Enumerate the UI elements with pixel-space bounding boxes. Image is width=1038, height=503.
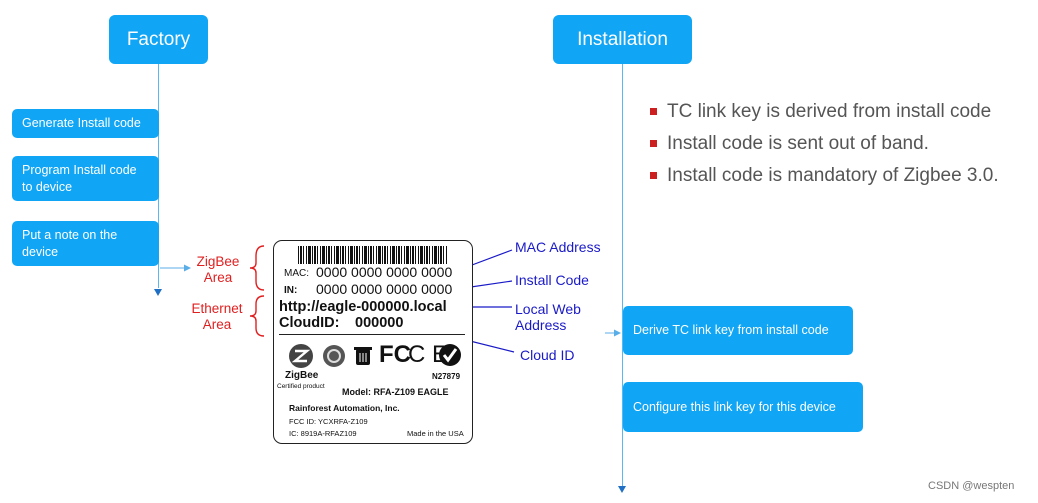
local-web-address-callout: Local Web Address (515, 301, 581, 333)
certified-product-text: Certified product (277, 383, 325, 390)
barcode (298, 246, 448, 264)
label-divider (279, 334, 465, 335)
installation-header: Installation (553, 15, 692, 64)
fcc-id-text: FCC ID: YCXRFA-Z109 (289, 417, 368, 426)
bullet-square-icon (650, 107, 657, 115)
installation-timeline (622, 64, 623, 486)
ethernet-area-label: Ethernet Area (191, 301, 243, 332)
model-text: Model: RFA-Z109 EAGLE (342, 387, 449, 397)
fcc-logo-icon: FC (379, 341, 411, 368)
factory-timeline-arrow (154, 289, 162, 296)
factory-step-note: Put a note on the device (12, 221, 159, 266)
local-url: http://eagle-000000.local (279, 299, 447, 315)
zigbee-logo-icon (289, 344, 313, 368)
cert-number: N27879 (432, 372, 461, 381)
bullet-square-icon (650, 139, 657, 147)
bullet-item: TC link key is derived from install code (650, 96, 999, 128)
install-step-derive: Derive TC link key from install code (623, 306, 853, 355)
factory-step-program: Program Install code to device (12, 156, 159, 201)
install-code-callout: Install Code (515, 272, 589, 288)
watermark: CSDN @wespten (928, 480, 1015, 492)
installation-bullet-list: TC link key is derived from install code… (650, 96, 999, 192)
company-text: Rainforest Automation, Inc. (289, 403, 400, 413)
cloud-id-callout: Cloud ID (520, 347, 575, 363)
bullet-item: Install code is sent out of band. (650, 128, 999, 160)
zigbee-area-label: ZigBee Area (196, 254, 240, 285)
made-in-text: Made in the USA (407, 429, 464, 438)
zigbee-brand-text: ZigBee (285, 370, 319, 381)
factory-header: Factory (109, 15, 208, 64)
ctick-logo-icon (439, 344, 461, 366)
device-label-sticker (273, 240, 473, 444)
mac-prefix: MAC: (284, 268, 309, 279)
mac-address-callout: MAC Address (515, 239, 601, 255)
installation-timeline-arrow (618, 486, 626, 493)
ic-text: IC: 8919A-RFAZ109 (289, 429, 357, 438)
cloud-prefix: CloudID: (279, 315, 340, 331)
install-step-configure: Configure this link key for this device (623, 382, 863, 432)
certification-seal-icon (323, 345, 345, 367)
factory-step-generate: Generate Install code (12, 109, 159, 138)
ethernet-brace (249, 295, 265, 337)
bullet-square-icon (650, 171, 657, 179)
mac-value: 0000 0000 0000 0000 (316, 264, 453, 280)
recycle-bin-icon (354, 347, 372, 365)
install-prefix: IN: (284, 285, 298, 296)
zigbee-brace (249, 245, 265, 291)
bullet-item: Install code is mandatory of Zigbee 3.0. (650, 160, 999, 192)
cloud-value: 000000 (355, 315, 404, 331)
install-value: 0000 0000 0000 0000 (316, 281, 453, 297)
